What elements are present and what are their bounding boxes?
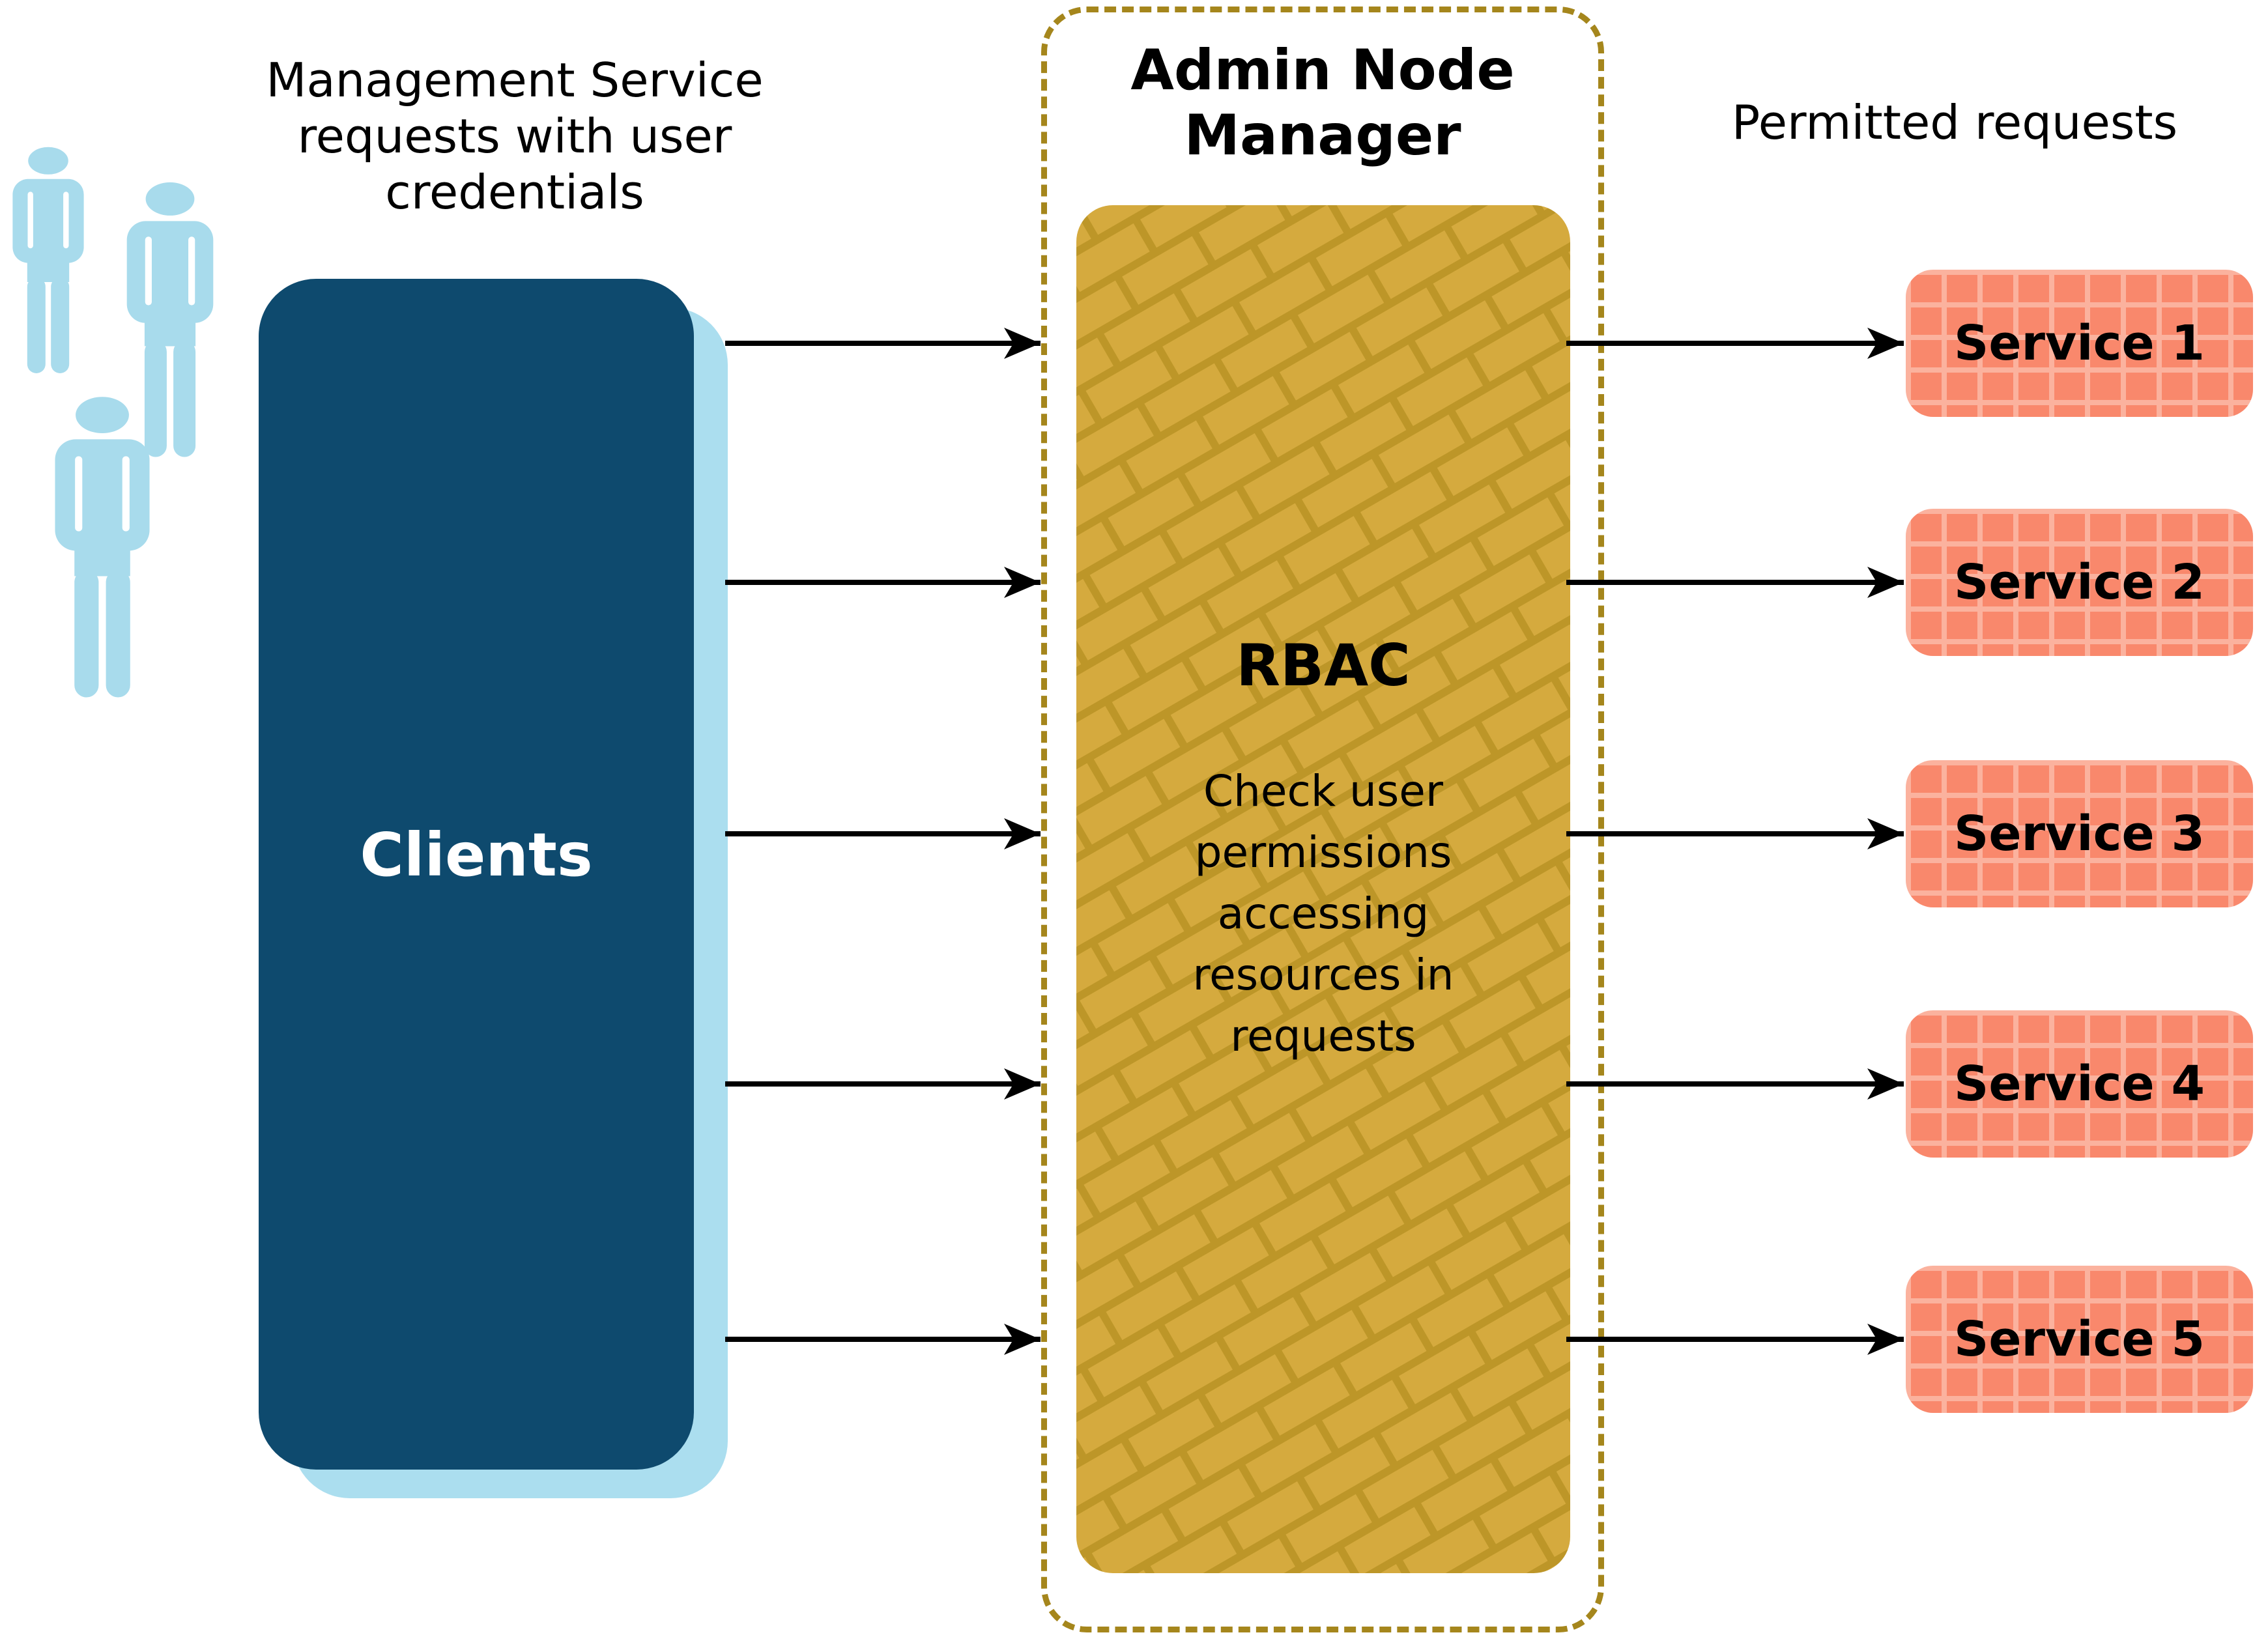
rbac-description-line1: Check user bbox=[1203, 766, 1443, 816]
service-3-label: Service 3 bbox=[1954, 806, 2205, 862]
service-1-label: Service 1 bbox=[1954, 315, 2205, 371]
admin-node-manager-title: Admin Node Manager bbox=[1041, 38, 1604, 168]
clients-label: Clients bbox=[360, 819, 593, 890]
management-requests-label-line3: credentials bbox=[385, 165, 644, 220]
rbac-description-line5: requests bbox=[1230, 1011, 1416, 1061]
service-3-box: Service 3 bbox=[1906, 760, 2253, 907]
service-1-box: Service 1 bbox=[1906, 270, 2253, 417]
rbac-description-line4: resources in bbox=[1192, 950, 1454, 1000]
service-4-label: Service 4 bbox=[1954, 1056, 2205, 1112]
rbac-description: Check user permissions accessing resourc… bbox=[1076, 761, 1570, 1067]
person-icon bbox=[55, 397, 150, 698]
admin-node-manager-container bbox=[1041, 7, 1604, 1632]
service-5-label: Service 5 bbox=[1954, 1311, 2205, 1367]
rbac-description-line2: permissions bbox=[1194, 827, 1452, 877]
management-requests-label-line1: Management Service bbox=[266, 53, 764, 107]
clients-box: Clients bbox=[259, 279, 694, 1470]
person-icon bbox=[12, 147, 84, 374]
service-2-box: Service 2 bbox=[1906, 509, 2253, 656]
admin-node-manager-title-line2: Manager bbox=[1184, 103, 1461, 168]
management-requests-label-line2: requests with user bbox=[297, 109, 732, 164]
service-5-box: Service 5 bbox=[1906, 1266, 2253, 1413]
rbac-title: RBAC bbox=[1236, 632, 1411, 699]
rbac-box bbox=[1076, 205, 1570, 1573]
management-requests-label: Management Service requests with user cr… bbox=[222, 52, 808, 220]
service-2-label: Service 2 bbox=[1954, 554, 2205, 610]
permitted-requests-label: Permitted requests bbox=[1731, 95, 2178, 150]
service-4-box: Service 4 bbox=[1906, 1010, 2253, 1158]
rbac-description-line3: accessing bbox=[1217, 889, 1429, 939]
admin-node-manager-title-line1: Admin Node bbox=[1130, 38, 1515, 103]
